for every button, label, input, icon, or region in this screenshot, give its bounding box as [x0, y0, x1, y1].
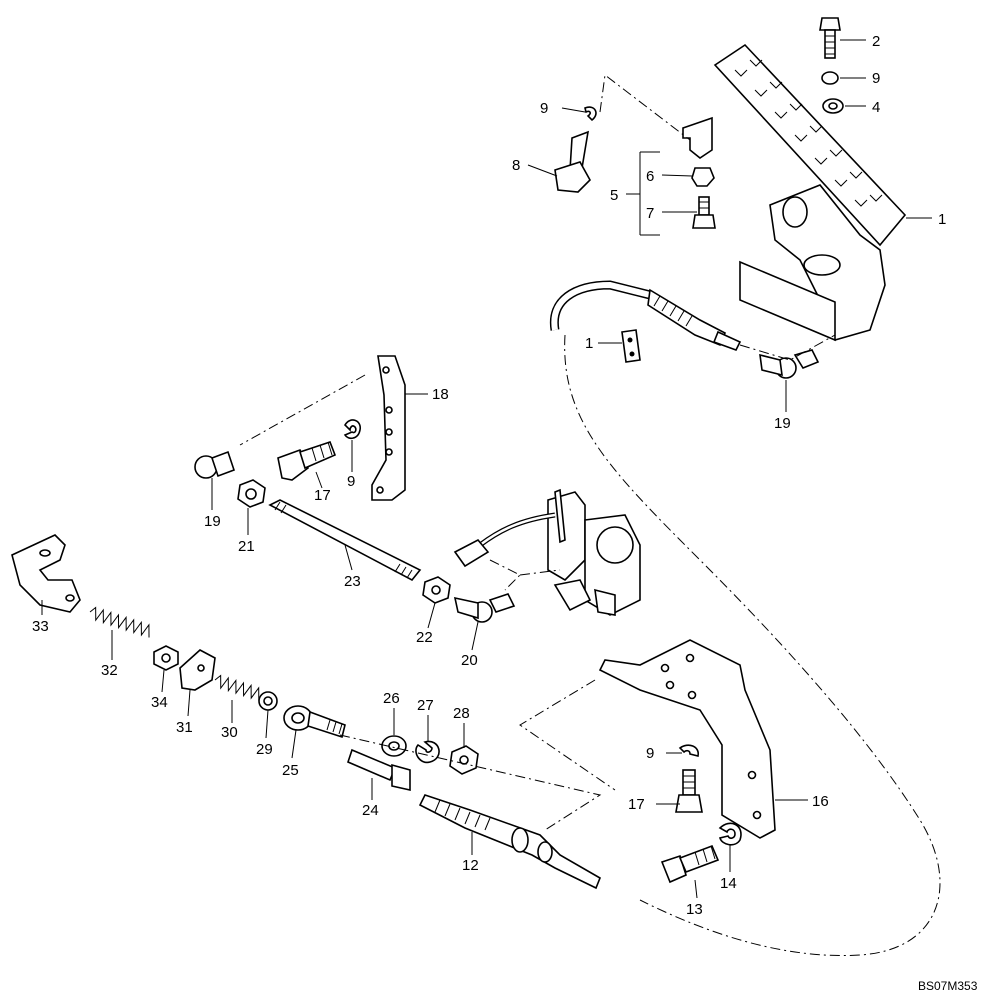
- callout-1-pedal: 1: [938, 211, 946, 228]
- callout-16: 16: [812, 793, 829, 810]
- cable-end-12: [418, 794, 602, 890]
- callout-28: 28: [453, 705, 470, 722]
- callout-26: 26: [383, 690, 400, 707]
- bolt-17-upper: [277, 440, 337, 481]
- clip-1: [621, 329, 641, 363]
- routing-line-bracket: [519, 679, 616, 791]
- callout-22: 22: [416, 629, 433, 646]
- routing-line-pin: [599, 74, 691, 141]
- callout-12: 12: [462, 857, 479, 874]
- lever-18: [371, 355, 406, 501]
- bolt-2: [819, 17, 841, 59]
- pedal-grip-pattern: [734, 59, 883, 207]
- callout-18: 18: [432, 386, 449, 403]
- callout-21: 21: [238, 538, 255, 555]
- callout-30: 30: [221, 724, 238, 741]
- nut-6: [691, 167, 715, 187]
- callout-6: 6: [646, 168, 654, 185]
- callout-2: 2: [872, 33, 880, 50]
- pedal-sensor: [803, 254, 841, 276]
- callout-14: 14: [720, 875, 737, 892]
- pedal-base-plate: [739, 260, 836, 342]
- group-bracket-5: [626, 151, 660, 236]
- callout-29: 29: [256, 741, 273, 758]
- callout-7: 7: [646, 205, 654, 222]
- bolt-13: [660, 844, 720, 884]
- callout-25: 25: [282, 762, 299, 779]
- callout-8: 8: [512, 157, 520, 174]
- bolt-17-lower: [675, 769, 703, 813]
- callout-1-clip: 1: [585, 335, 593, 352]
- callout-19-lower: 19: [204, 513, 221, 530]
- bracket-31: [179, 649, 216, 691]
- leader-lines: [41, 39, 932, 899]
- rod-end-25: [283, 705, 346, 739]
- reference-code: BS07M353: [918, 979, 978, 993]
- ball-joint-19-upper: [759, 349, 820, 379]
- routing-line-cable: [339, 734, 602, 831]
- clip-14: [718, 822, 742, 846]
- connector: [453, 538, 490, 568]
- sensor-wire: [478, 512, 556, 548]
- bracket-16: [598, 639, 776, 839]
- callout-32: 32: [101, 662, 118, 679]
- spacer-24: [347, 748, 411, 791]
- cable-routing-line: [564, 334, 941, 957]
- routing-line-18: [239, 374, 366, 446]
- clip-9-bracket: [678, 744, 699, 757]
- pin-8: [554, 130, 591, 193]
- clip-9-lever: [343, 419, 361, 440]
- callout-17-lower: 17: [628, 796, 645, 813]
- bolt-7: [692, 196, 716, 229]
- pedal-pivot: [782, 196, 808, 228]
- callout-33: 33: [32, 618, 49, 635]
- callout-34: 34: [151, 694, 168, 711]
- callout-9-lever: 9: [347, 473, 355, 490]
- callout-5: 5: [610, 187, 618, 204]
- routing-line-actuator: [489, 559, 561, 591]
- clip-9-top: [584, 106, 597, 122]
- throttle-actuator: [547, 488, 641, 616]
- callout-17-upper: 17: [314, 487, 331, 504]
- callout-27: 27: [417, 697, 434, 714]
- pedal-assembly: [713, 43, 907, 342]
- routing-line-19: [739, 334, 836, 361]
- nut-9-pedal: [821, 71, 839, 85]
- callout-23: 23: [344, 573, 361, 590]
- callout-24: 24: [362, 802, 379, 819]
- callout-20: 20: [461, 652, 478, 669]
- cable-end-fitting: [647, 288, 727, 347]
- spring-30: [214, 674, 260, 701]
- callout-9-bracket: 9: [646, 745, 654, 762]
- bracket-33: [11, 534, 81, 613]
- rod-23: [268, 499, 422, 582]
- callout-31: 31: [176, 719, 193, 736]
- callout-13: 13: [686, 901, 703, 918]
- callout-9-pin: 9: [540, 100, 548, 117]
- callout-9-pedal: 9: [872, 70, 880, 87]
- bracket-5-part: [682, 116, 713, 159]
- ball-joint-20: [453, 593, 516, 623]
- spring-32: [89, 606, 150, 638]
- ball-joint-19-lower: [194, 450, 236, 479]
- callout-19-upper: 19: [774, 415, 791, 432]
- clip-27: [415, 740, 440, 764]
- callout-4: 4: [872, 99, 880, 116]
